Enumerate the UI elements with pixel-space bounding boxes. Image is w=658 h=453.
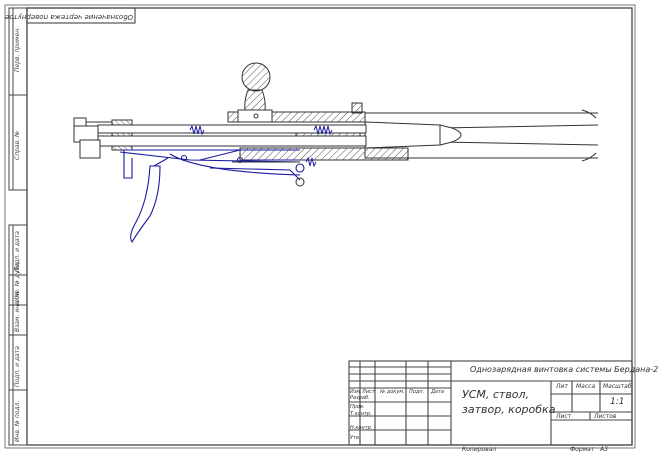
row-izm: Изм: [350, 389, 361, 395]
sheet-label: Лист: [556, 413, 572, 420]
side-label-vzam-inv: Взам. инв. №: [14, 291, 21, 332]
drawing-sheet: [4, 4, 636, 449]
trigger: [130, 157, 169, 244]
sheet-title-line2: затвор, коробка: [462, 403, 556, 416]
sheet-title-line1: УСМ, ствол,: [462, 388, 530, 401]
bolt: [73, 124, 367, 159]
col-scale: Масштаб: [603, 383, 632, 390]
left-margin-lower: [8, 224, 28, 446]
scale-value: 1:1: [610, 397, 625, 407]
format-label: Формат: [570, 446, 595, 453]
side-label-perv-primen: Перв. примен.: [14, 26, 21, 72]
trigger-mechanism: [119, 149, 305, 181]
bolt-handle: [237, 62, 273, 123]
sight-post: [351, 102, 363, 114]
cartridge: [364, 121, 462, 149]
row-utv: Утв.: [350, 435, 361, 441]
row-list: Лист: [362, 389, 375, 395]
title-block-grid: [348, 360, 633, 446]
side-label-inv-podl: Инв. № подл.: [14, 400, 21, 442]
row-nkontr: Н.контр.: [350, 425, 373, 431]
product-name: Однозарядная винтовка системы Бердана-2: [470, 365, 658, 374]
col-mass: Масса: [576, 383, 596, 390]
outer-frame: [4, 4, 636, 449]
rifle-drawing: [73, 62, 599, 244]
row-data: Дата: [431, 389, 444, 395]
row-razrab: Разраб.: [350, 395, 370, 401]
inner-frame: [26, 7, 633, 446]
springs: [189, 124, 333, 168]
side-label-podp-data-2: Подп. и дата: [14, 346, 21, 387]
row-doc: № докум.: [380, 389, 405, 395]
side-label-sprav: Справ. №: [14, 130, 21, 160]
sheets-label: Листов: [594, 413, 617, 420]
cocking-piece: [73, 117, 112, 127]
copied-label: Копировал: [462, 446, 497, 453]
row-podp: Подп.: [409, 389, 425, 395]
col-lit: Лит: [556, 383, 568, 390]
corner-stamp-text: Обозначение чертежа повернутое: [4, 13, 133, 21]
row-tkontr: Т.контр.: [350, 411, 372, 417]
guard: [232, 161, 305, 187]
row-prov: Пров.: [350, 404, 365, 410]
left-margin-upper: [8, 7, 28, 191]
format-value: A3: [600, 446, 608, 453]
